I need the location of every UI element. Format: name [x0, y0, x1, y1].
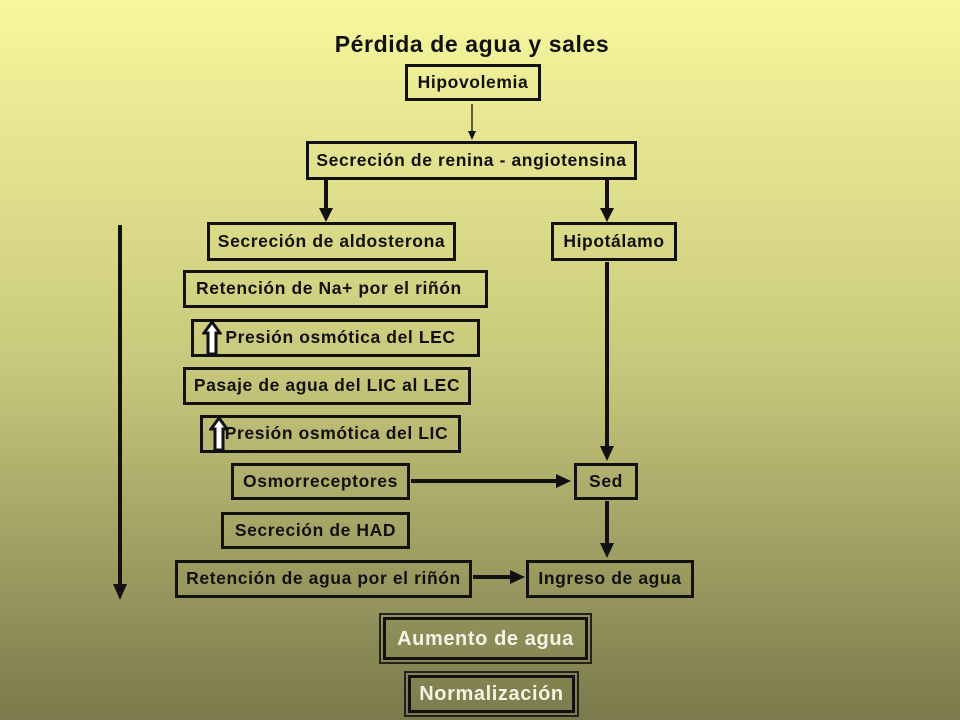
- node-label: Secreción de aldosterona: [217, 230, 446, 251]
- arrow-retencion-to-ingreso: [473, 570, 525, 584]
- up-arrow-icon: [202, 320, 222, 356]
- node-osmorreceptores: Osmorreceptores: [231, 463, 410, 500]
- node-sed: Sed: [574, 463, 638, 500]
- arrow-renina-to-aldosterona: [319, 180, 333, 222]
- node-label: Secreción de renina - angiotensina: [316, 149, 627, 170]
- node-label: Ingreso de agua: [538, 568, 682, 589]
- node-label: Aumento de agua: [383, 617, 588, 660]
- node-ingreso-agua: Ingreso de agua: [526, 560, 694, 598]
- node-label: Retención de Na+ por el riñón: [196, 278, 462, 299]
- node-label: Retención de agua por el riñón: [186, 568, 461, 589]
- node-secrecion-had: Secreción de HAD: [221, 512, 410, 549]
- node-presion-osmotica-lec: Presión osmótica del LEC: [191, 319, 480, 357]
- up-arrow-icon: [209, 416, 229, 452]
- node-label: Presión osmótica del LIC: [224, 423, 449, 444]
- node-retencion-na: Retención de Na+ por el riñón: [183, 270, 488, 308]
- arrow-hipovolemia-to-renina: [468, 104, 476, 140]
- node-label: Secreción de HAD: [234, 519, 397, 540]
- arrow-sed-to-ingreso: [600, 501, 614, 558]
- node-pasaje-agua: Pasaje de agua del LIC al LEC: [183, 367, 471, 405]
- node-label: Hipotálamo: [563, 230, 665, 251]
- node-aumento-agua: Aumento de agua: [379, 613, 592, 664]
- node-label: Osmorreceptores: [243, 470, 398, 491]
- node-retencion-agua: Retención de agua por el riñón: [175, 560, 472, 598]
- arrow-osmorreceptores-to-sed: [411, 474, 571, 488]
- arrow-sequence-vertical: [113, 225, 127, 600]
- node-presion-osmotica-lic: Presión osmótica del LIC: [200, 415, 461, 453]
- node-label: Sed: [589, 470, 623, 491]
- node-hipovolemia: Hipovolemia: [405, 64, 541, 101]
- node-secrecion-renina: Secreción de renina - angiotensina: [306, 141, 637, 180]
- diagram-title: Pérdida de agua y sales: [334, 31, 610, 57]
- node-label: Normalización: [408, 675, 575, 713]
- node-secrecion-aldosterona: Secreción de aldosterona: [207, 222, 456, 261]
- node-label: Presión osmótica del LEC: [225, 327, 456, 348]
- node-hipotalamo: Hipotálamo: [551, 222, 677, 261]
- arrow-hipotalamo-to-sed: [600, 262, 614, 461]
- arrow-renina-to-hipotalamo: [600, 177, 614, 222]
- node-normalizacion: Normalización: [404, 671, 579, 717]
- node-label: Pasaje de agua del LIC al LEC: [193, 375, 461, 396]
- node-label: Hipovolemia: [417, 71, 529, 92]
